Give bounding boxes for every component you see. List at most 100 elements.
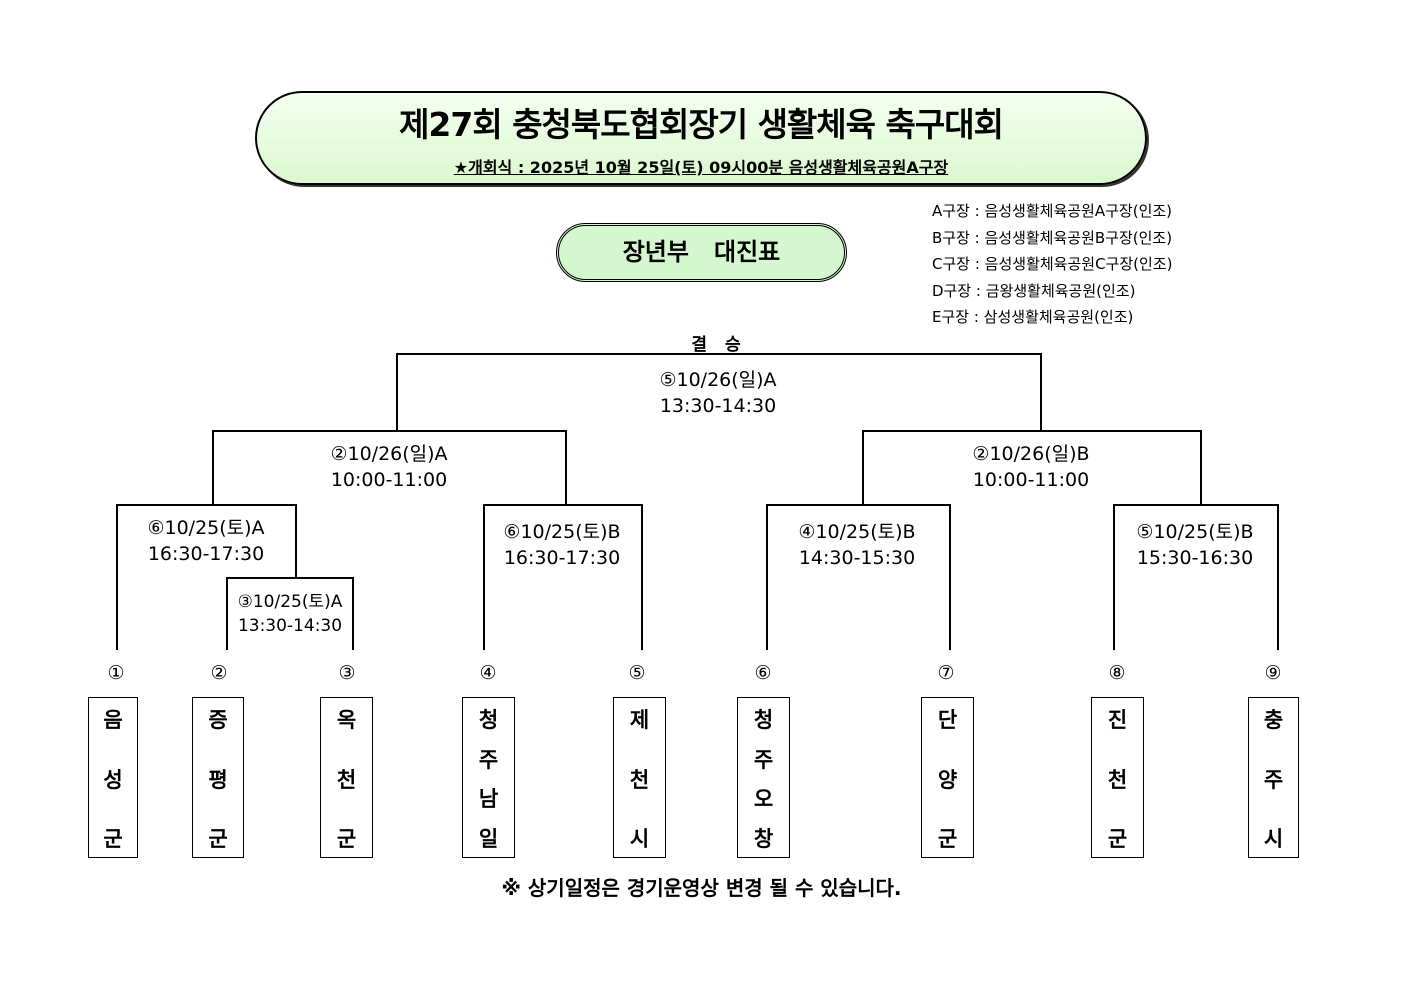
bracket-line xyxy=(116,504,296,506)
match-date: ⑤10/25(토)B xyxy=(1136,521,1254,543)
team-char: 천 xyxy=(336,767,357,792)
team-char: 단 xyxy=(937,708,958,732)
team-box-jeungpyeong: 증 평 군 xyxy=(192,697,244,858)
team-char: 군 xyxy=(336,827,357,851)
seed-number: ① xyxy=(107,662,125,684)
team-box-cheongju-namil: 청 주 남 일 xyxy=(462,697,515,858)
team-char: 오 xyxy=(753,787,774,812)
team-box-chungju: 충 주 시 xyxy=(1248,697,1299,858)
bracket-line xyxy=(565,430,567,505)
match-date: ⑤10/26(일)A xyxy=(659,369,777,391)
team-char: 남 xyxy=(478,787,499,812)
seed-number: ② xyxy=(210,662,228,684)
team-char: 주 xyxy=(478,747,499,772)
team-char: 청 xyxy=(753,708,774,732)
bracket-line xyxy=(641,504,643,650)
seed-number: ⑦ xyxy=(937,662,955,684)
match-date: ⑥10/25(토)B xyxy=(503,521,621,543)
opening-ceremony-text: ★개회식 : 2025년 10월 25일(토) 09시00분 음성생활체육공원A… xyxy=(453,158,949,177)
bracket-line xyxy=(226,577,353,579)
bracket-line xyxy=(1277,504,1279,650)
team-char: 군 xyxy=(103,827,123,851)
match-final: ⑤10/26(일)A 13:30-14:30 xyxy=(618,367,818,419)
team-char: 증 xyxy=(208,708,228,732)
bracket-line xyxy=(766,504,768,650)
team-char: 군 xyxy=(937,827,958,851)
match-time: 10:00-11:00 xyxy=(330,469,448,491)
seed-number: ④ xyxy=(479,662,497,684)
title-banner xyxy=(255,91,1147,185)
match-time: 16:30-17:30 xyxy=(503,547,621,569)
team-char: 창 xyxy=(753,826,774,851)
team-char: 주 xyxy=(753,747,774,772)
team-char: 천 xyxy=(1107,767,1128,792)
bracket-line xyxy=(483,504,642,506)
match-time: 14:30-15:30 xyxy=(798,547,916,569)
bracket-line xyxy=(352,577,354,650)
match-date: ②10/26(일)B xyxy=(972,443,1090,465)
match-r1: ③10/25(토)A 13:30-14:30 xyxy=(190,590,390,638)
final-label: 결 승 xyxy=(691,335,747,355)
match-qf1: ⑥10/25(토)A 16:30-17:30 xyxy=(106,515,306,567)
team-char: 청 xyxy=(478,708,499,732)
match-time: 13:30-14:30 xyxy=(237,616,343,636)
seed-number: ⑧ xyxy=(1108,662,1126,684)
seed-number: ⑨ xyxy=(1264,662,1282,684)
team-char: 진 xyxy=(1107,708,1128,732)
bracket-line xyxy=(766,504,950,506)
bracket-line xyxy=(396,353,398,431)
bracket-line xyxy=(396,353,1041,355)
venue-item: C구장 : 음성생활체육공원C구장(인조) xyxy=(932,255,1173,273)
bracket-line xyxy=(226,577,228,650)
bracket-line xyxy=(1200,430,1202,505)
seed-number: ⑤ xyxy=(628,662,646,684)
bracket-line xyxy=(212,430,214,505)
team-char: 성 xyxy=(103,767,123,792)
match-date: ②10/26(일)A xyxy=(330,443,448,465)
team-char: 양 xyxy=(937,767,958,792)
team-char: 주 xyxy=(1263,767,1284,792)
team-box-cheongju-ochang: 청 주 오 창 xyxy=(737,697,790,858)
seed-number: ③ xyxy=(338,662,356,684)
match-qf2: ⑥10/25(토)B 16:30-17:30 xyxy=(462,519,662,571)
team-char: 제 xyxy=(629,708,650,732)
opening-ceremony-info: ★개회식 : 2025년 10월 25일(토) 09시00분 음성생활체육공원A… xyxy=(255,154,1147,178)
team-char: 충 xyxy=(1263,708,1284,732)
match-time: 13:30-14:30 xyxy=(659,395,777,417)
bracket-line xyxy=(1113,504,1278,506)
team-char: 옥 xyxy=(336,708,357,732)
seed-number: ⑥ xyxy=(754,662,772,684)
venue-item: B구장 : 음성생활체육공원B구장(인조) xyxy=(932,228,1173,247)
team-char: 군 xyxy=(208,827,228,851)
team-char: 시 xyxy=(629,827,650,851)
match-time: 16:30-17:30 xyxy=(147,543,265,565)
match-date: ⑥10/25(토)A xyxy=(147,517,265,539)
page-title: 제27회 충청북도협회장기 생활체육 축구대회 xyxy=(399,105,1004,144)
match-semi-left: ②10/26(일)A 10:00-11:00 xyxy=(289,441,489,493)
team-char: 천 xyxy=(629,767,650,792)
bracket-line xyxy=(949,504,951,650)
team-char: 음 xyxy=(103,708,123,732)
venue-list: A구장 : 음성생활체육공원A구장(인조) B구장 : 음성생활체육공원B구장(… xyxy=(932,198,1172,331)
venue-item: A구장 : 음성생활체육공원A구장(인조) xyxy=(932,202,1173,220)
match-date: ④10/25(토)B xyxy=(798,521,916,543)
team-box-okcheon: 옥 천 군 xyxy=(320,697,373,858)
team-box-eumseong: 음 성 군 xyxy=(88,697,138,858)
bracket-line xyxy=(116,504,118,650)
bracket-line xyxy=(212,430,566,432)
bracket-line xyxy=(1040,353,1042,431)
match-qf3: ④10/25(토)B 14:30-15:30 xyxy=(757,519,957,571)
match-date: ③10/25(토)A xyxy=(237,592,343,612)
team-char: 평 xyxy=(208,767,228,792)
bracket-line xyxy=(483,504,485,650)
match-time: 15:30-16:30 xyxy=(1136,547,1254,569)
team-char: 군 xyxy=(1107,827,1128,851)
venue-item: D구장 : 금왕생활체육공원(인조) xyxy=(932,281,1136,300)
division-title: 장년부 대진표 xyxy=(556,223,847,282)
bracket-line xyxy=(1113,504,1115,650)
match-qf4: ⑤10/25(토)B 15:30-16:30 xyxy=(1095,519,1295,571)
schedule-change-note: ※ 상기일정은 경기운영상 변경 될 수 있습니다. xyxy=(501,876,902,900)
venue-item: E구장 : 삼성생활체육공원(인조) xyxy=(932,308,1134,326)
team-char: 시 xyxy=(1263,827,1284,851)
match-semi-right: ②10/26(일)B 10:00-11:00 xyxy=(931,441,1131,493)
